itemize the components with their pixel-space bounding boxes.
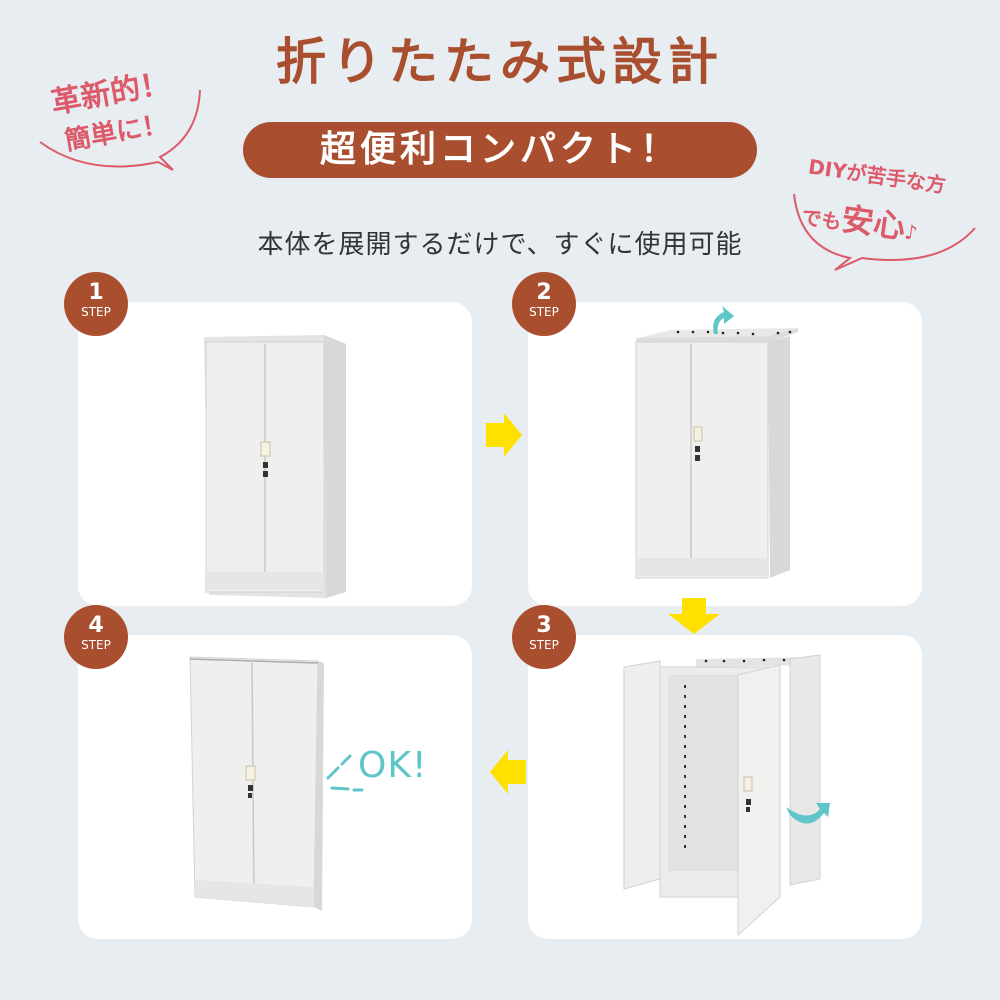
step-label: STEP — [81, 305, 111, 319]
step-badge-1: 1 STEP — [64, 272, 128, 336]
step-number: 4 — [88, 613, 104, 638]
step-label: STEP — [529, 638, 559, 652]
speech-bubble-innovative: 革新的！ 簡単に！ — [38, 62, 208, 172]
arrow-right-icon — [486, 413, 522, 457]
cabinet-unfold-image — [623, 654, 830, 937]
step-badge-2: 2 STEP — [512, 272, 576, 336]
step-2-panel — [528, 302, 922, 606]
ok-label: OK! — [358, 745, 428, 786]
step-number: 1 — [88, 280, 104, 305]
step-1-panel — [78, 302, 472, 606]
speech-bubble-outline-icon — [793, 193, 976, 271]
cabinet-closed-image — [204, 335, 346, 598]
step-3-panel — [528, 635, 922, 939]
speech-bubble-outline-icon — [39, 89, 201, 171]
cabinet-lift-top-image — [635, 306, 798, 579]
unfold-arrow-icon — [786, 803, 830, 824]
step-badge-3: 3 STEP — [512, 605, 576, 669]
lift-arrow-icon — [713, 306, 734, 334]
step-badge-4: 4 STEP — [64, 605, 128, 669]
cabinet-assembled-image — [189, 656, 324, 911]
subtitle: 本体を展開するだけで、すぐに使用可能 — [257, 230, 743, 260]
step-label: STEP — [81, 638, 111, 652]
step-number: 3 — [536, 613, 552, 638]
bubble-emphasis: 安心 — [839, 199, 908, 247]
step-label: STEP — [529, 305, 559, 319]
arrow-left-icon — [490, 750, 526, 794]
bubble-prefix: でも — [800, 204, 844, 235]
step-number: 2 — [536, 280, 552, 305]
sparkle-lines-icon — [326, 754, 364, 792]
speech-bubble-diy: DIYが苦手な方 でも安心♪ — [790, 154, 980, 278]
step-4-panel — [78, 635, 472, 939]
page-title: 折りたたみ式設計 — [276, 33, 724, 91]
arrow-down-icon — [668, 598, 720, 634]
compact-pill-banner: 超便利コンパクト！ — [243, 122, 757, 178]
